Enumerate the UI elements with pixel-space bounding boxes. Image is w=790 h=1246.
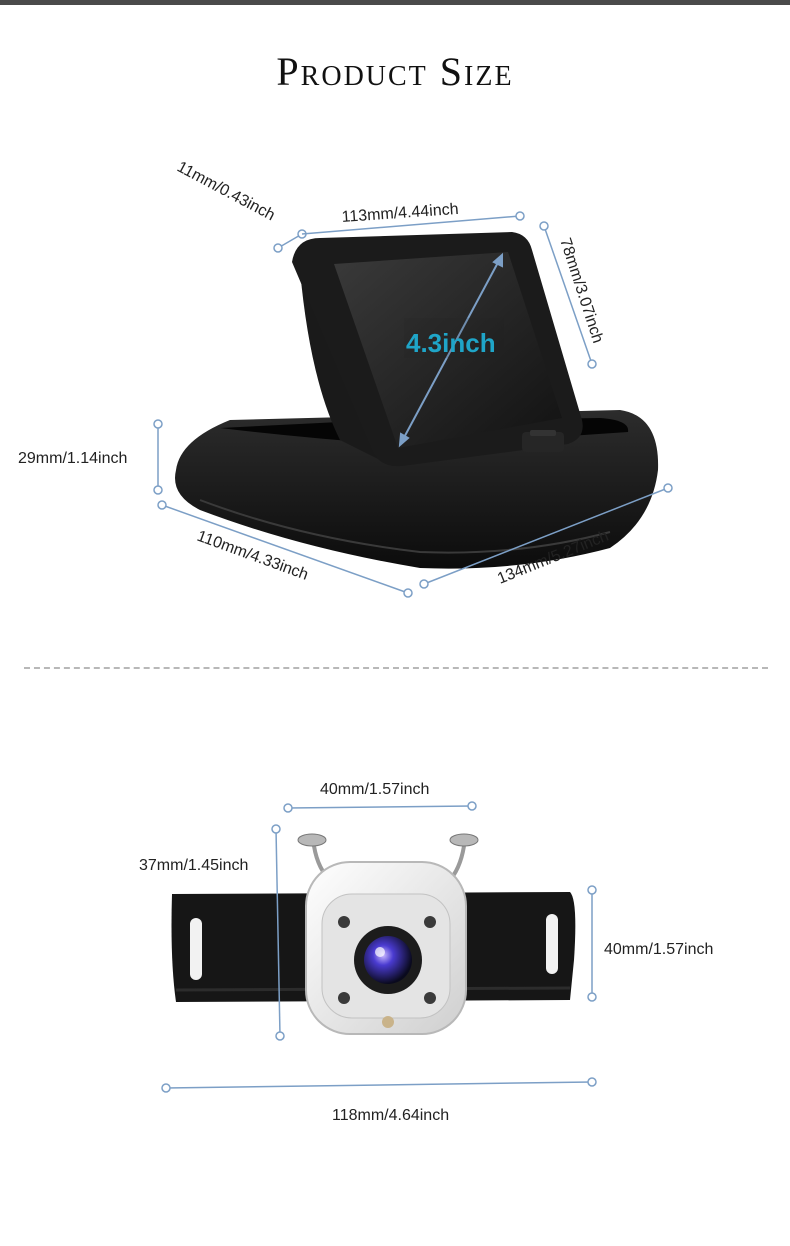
camera-dimension-lines (161, 801, 597, 1093)
diagonal-arrow (398, 252, 503, 448)
bracket-slot-right (546, 914, 558, 974)
camera-width-label: 40mm/1.57inch (320, 781, 429, 798)
camera-lens (364, 936, 412, 984)
monitor-button (522, 432, 564, 452)
ir-leds (338, 916, 436, 1004)
section-divider (24, 667, 768, 669)
monitor-illustration: 4.3inch 11mm/0.43inch 113mm/4.44inch 78m… (18, 159, 673, 598)
bracket-height-label: 40mm/1.57inch (604, 941, 713, 958)
camera-height-label: 37mm/1.45inch (139, 857, 248, 874)
camera-illustration: 40mm/1.57inch 37mm/1.45inch 40mm/1.57inc… (139, 781, 713, 1124)
mount-knob-right (449, 833, 479, 847)
monitor-dimension-lines (153, 211, 673, 598)
mount-knob-left (297, 833, 327, 847)
bracket-width-label: 118mm/4.64inch (332, 1107, 449, 1124)
base-height-label: 29mm/1.14inch (18, 450, 127, 467)
screen-height-label: 78mm/3.07inch (556, 236, 606, 345)
bracket-slot-left (190, 918, 202, 980)
monitor-screen (334, 252, 562, 448)
depth-label: 11mm/0.43inch (174, 159, 278, 225)
page-title: Product Size (276, 49, 514, 94)
camera-mic (382, 1016, 394, 1028)
top-rule (0, 0, 790, 5)
screen-diagonal-label: 4.3inch (406, 328, 496, 358)
